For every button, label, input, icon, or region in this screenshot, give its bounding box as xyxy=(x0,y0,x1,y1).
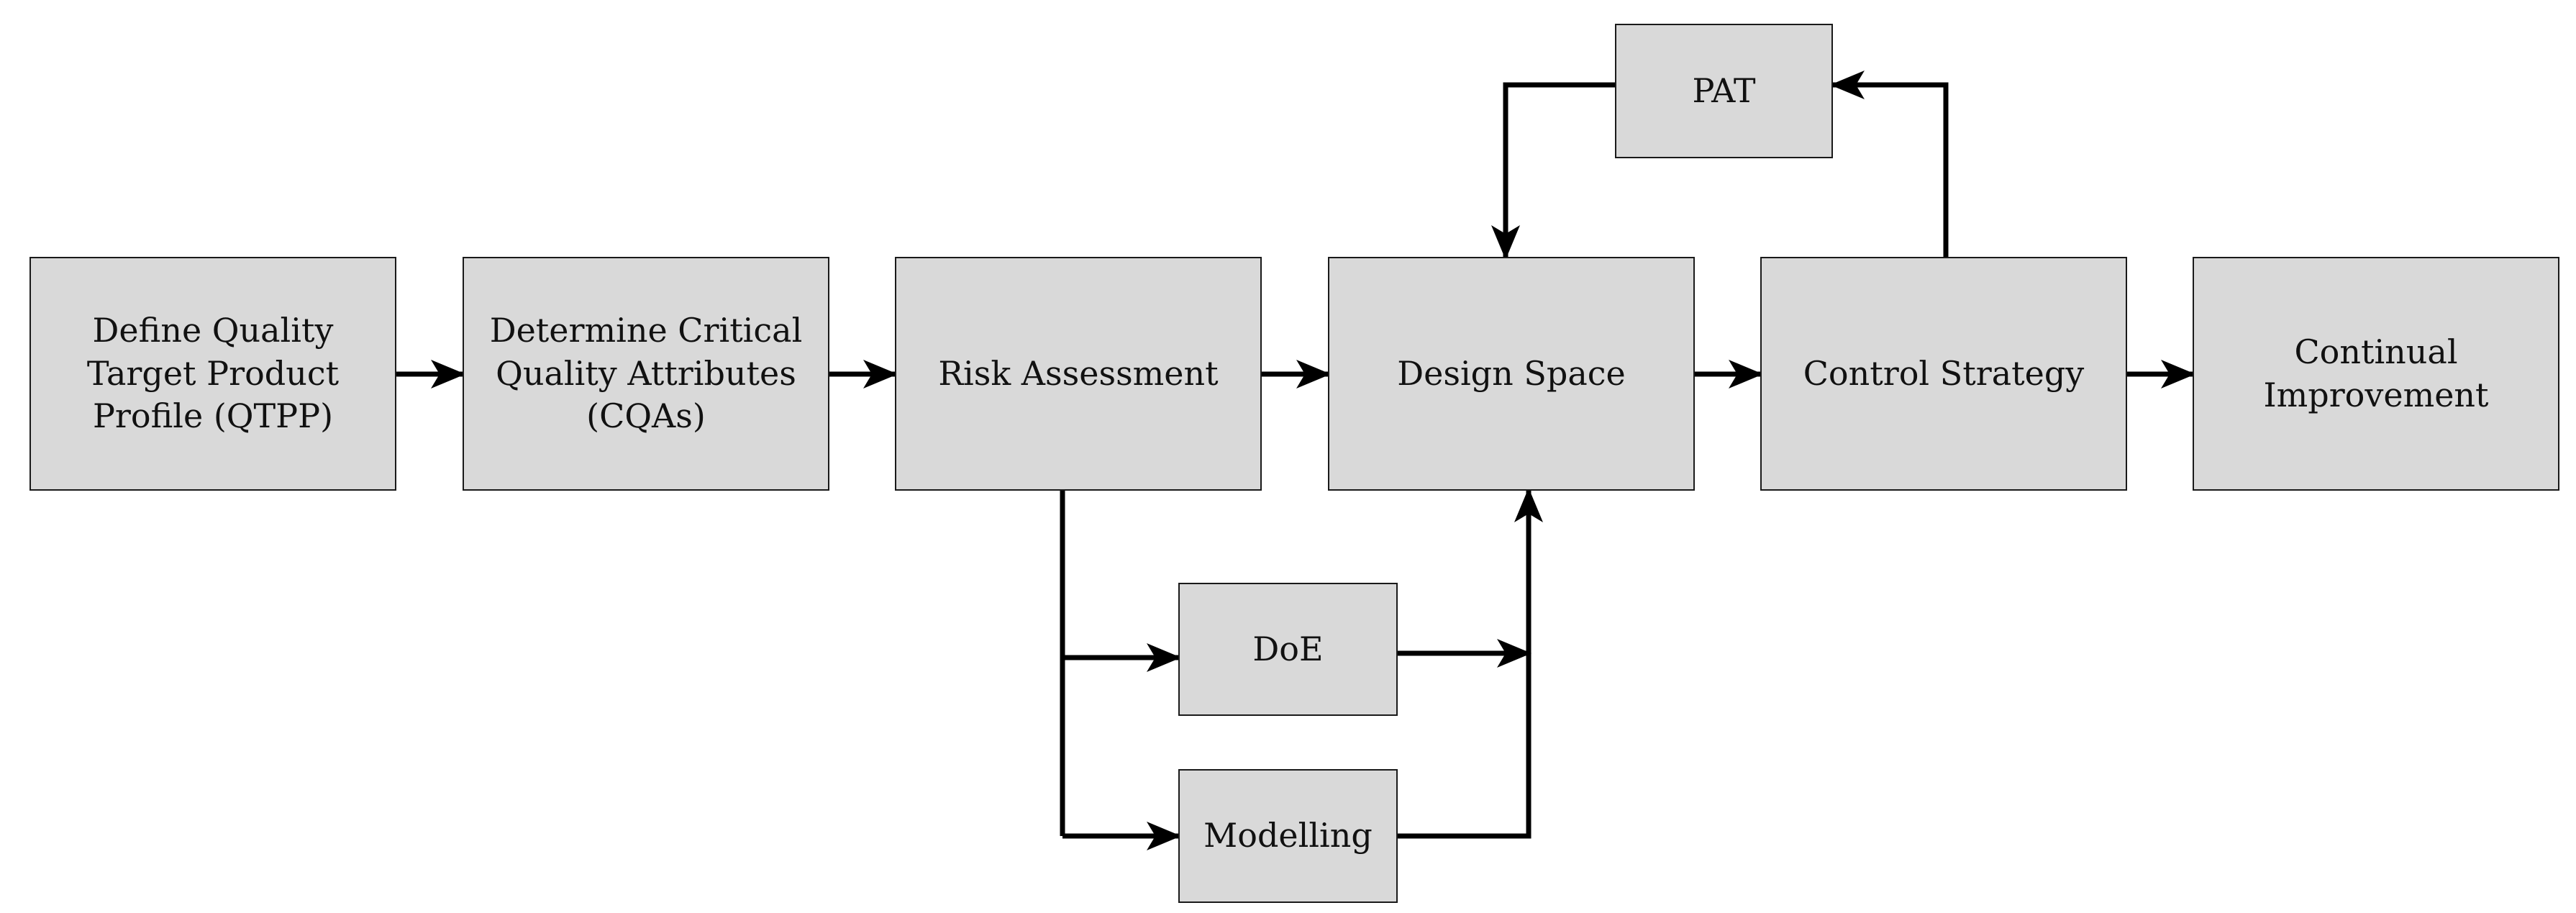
pat-box: PAT xyxy=(1615,24,1833,158)
control-strategy-label: Control Strategy xyxy=(1803,353,2085,393)
determine-cqas-label: Determine Critical Quality Attributes (C… xyxy=(489,310,803,436)
determine-cqas-box: Determine Critical Quality Attributes (C… xyxy=(463,257,829,491)
modelling-label: Modelling xyxy=(1203,816,1373,855)
control-strategy-box: Control Strategy xyxy=(1760,257,2127,491)
continual-improvement-label: Continual Improvement xyxy=(2263,332,2489,414)
arrow-modelling-to-design-space xyxy=(1398,488,1543,839)
doe-box: DoE xyxy=(1178,583,1398,716)
design-space-label: Design Space xyxy=(1397,353,1626,393)
continual-improvement-box: Continual Improvement xyxy=(2193,257,2559,491)
design-space-box: Design Space xyxy=(1328,257,1695,491)
risk-assessment-label: Risk Assessment xyxy=(938,353,1219,393)
define-qtpp-label: Define Quality Target Product Profile (Q… xyxy=(86,310,340,436)
doe-label: DoE xyxy=(1252,629,1324,668)
define-qtpp-box: Define Quality Target Product Profile (Q… xyxy=(29,257,396,491)
pat-label: PAT xyxy=(1692,71,1756,110)
arrow-control-strategy-to-pat xyxy=(1830,71,1949,257)
arrow-pat-to-design-space xyxy=(1491,82,1615,260)
risk-assessment-box: Risk Assessment xyxy=(895,257,1262,491)
modelling-box: Modelling xyxy=(1178,769,1398,903)
